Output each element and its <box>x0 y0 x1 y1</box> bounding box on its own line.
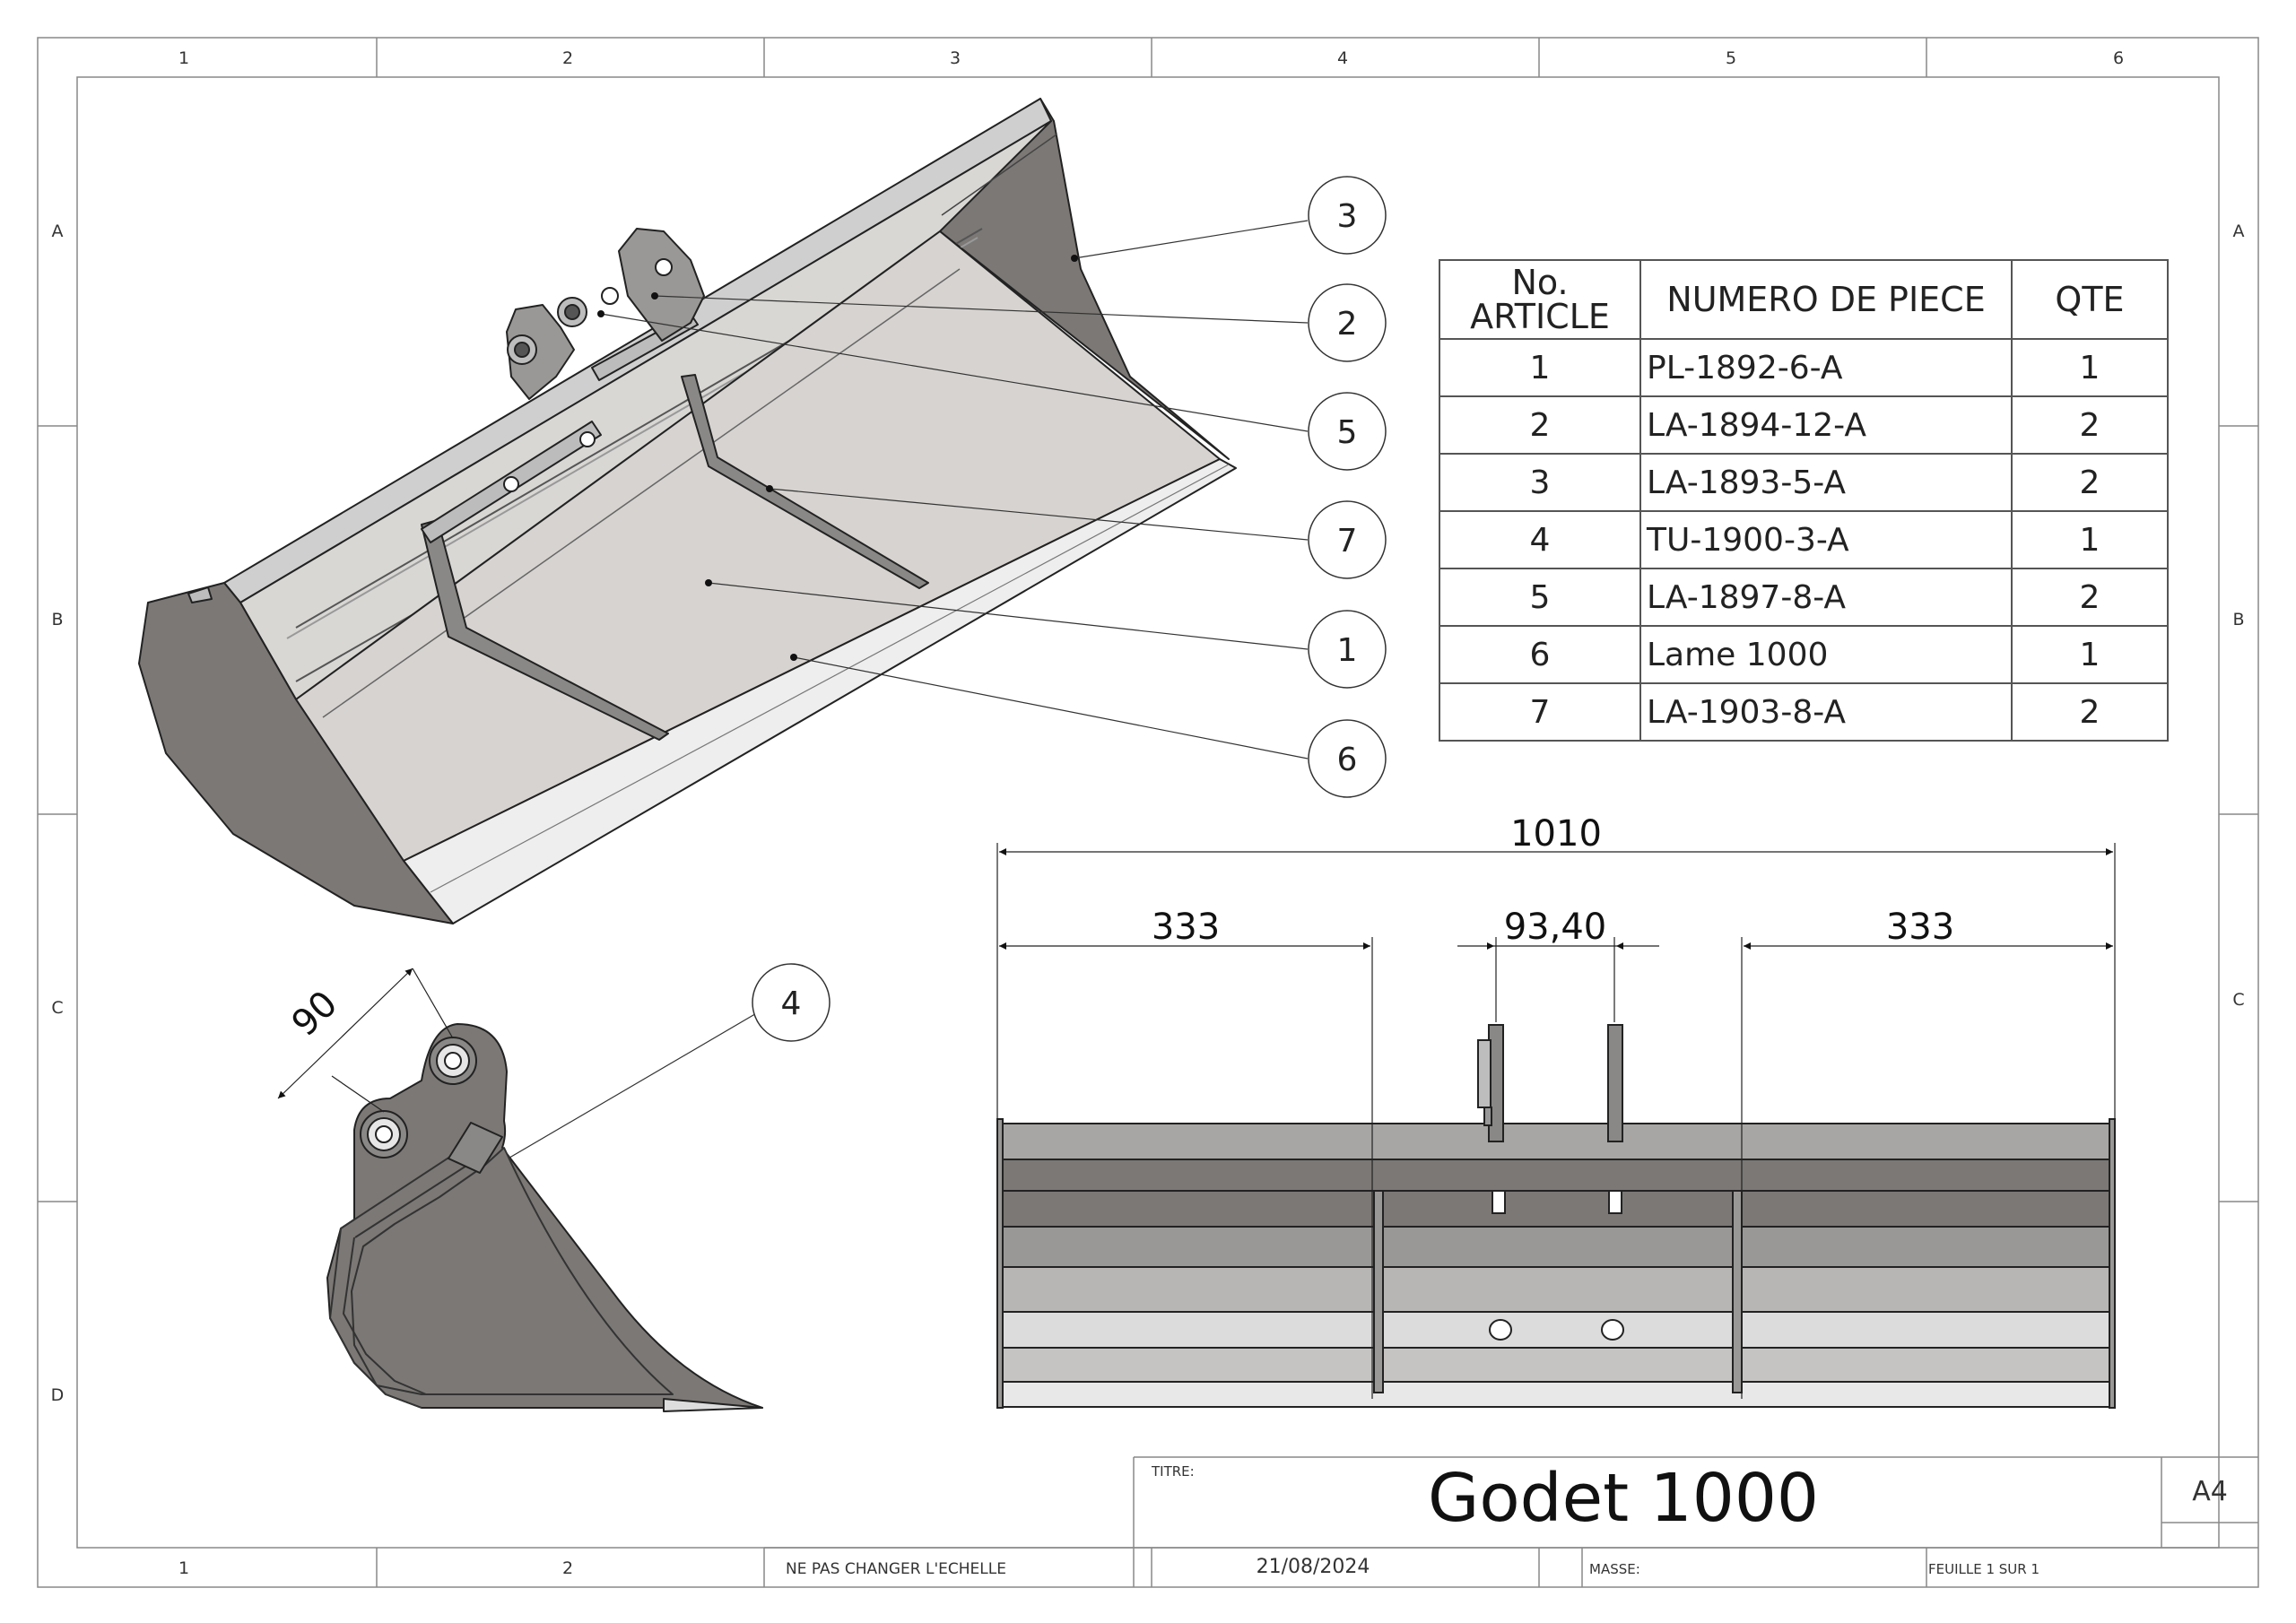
bom-cell-part: Lame 1000 <box>1639 625 2013 684</box>
bom-cell-qty: 1 <box>2011 625 2169 684</box>
zone-row-left-a: A <box>52 221 64 241</box>
table-row: 3 LA-1893-5-A 2 <box>1439 453 2169 512</box>
side-dimension <box>277 968 454 1113</box>
bom-table: No. ARTICLE NUMERO DE PIECE QTE 1 PL-189… <box>1439 259 2169 742</box>
bom-cell-qty: 1 <box>2011 338 2169 397</box>
bom-header-row: No. ARTICLE NUMERO DE PIECE QTE <box>1439 259 2169 340</box>
bom-cell-num: 4 <box>1439 510 1641 569</box>
bom-cell-num: 5 <box>1439 568 1641 627</box>
zone-col-top-1: 1 <box>178 48 189 68</box>
zone-row-right-b: B <box>2232 610 2244 629</box>
zone-row-right-a: A <box>2233 221 2245 241</box>
isometric-bucket-view <box>138 98 1237 924</box>
bom-cell-num: 6 <box>1439 625 1641 684</box>
table-row: 2 LA-1894-12-A 2 <box>1439 395 2169 455</box>
table-row: 4 TU-1900-3-A 1 <box>1439 510 2169 569</box>
balloon-5-label: 5 <box>1337 414 1358 451</box>
balloon-4-label: 4 <box>781 985 802 1022</box>
balloon-1: 1 <box>1308 610 1387 689</box>
table-row: 6 Lame 1000 1 <box>1439 625 2169 684</box>
table-row: 7 LA-1903-8-A 2 <box>1439 682 2169 742</box>
zone-row-left-c: C <box>51 998 63 1018</box>
zone-col-bottom-2: 2 <box>562 1558 573 1578</box>
bom-cell-num: 1 <box>1439 338 1641 397</box>
scale-note: NE PAS CHANGER L'ECHELLE <box>786 1560 1006 1578</box>
mass-label: MASSE: <box>1589 1561 1640 1577</box>
bom-cell-num: 3 <box>1439 453 1641 512</box>
dim-left-333: 333 <box>1152 907 1220 948</box>
bom-cell-part: LA-1893-5-A <box>1639 453 2013 512</box>
sheet-format: A4 <box>2192 1476 2228 1507</box>
bom-cell-part: PL-1892-6-A <box>1639 338 2013 397</box>
drawing-title: Godet 1000 <box>1428 1460 1819 1537</box>
front-dimensions <box>996 843 2116 1399</box>
bom-cell-qty: 2 <box>2011 682 2169 742</box>
balloon-2-label: 2 <box>1337 306 1358 343</box>
bom-cell-part: LA-1894-12-A <box>1639 395 2013 455</box>
zone-row-left-d: D <box>51 1385 65 1405</box>
bom-cell-part: LA-1897-8-A <box>1639 568 2013 627</box>
balloon-4: 4 <box>752 963 831 1042</box>
bom-header-article-text: No. ARTICLE <box>1470 263 1610 336</box>
zone-col-top-3: 3 <box>950 48 961 68</box>
zone-row-left-b: B <box>51 610 63 629</box>
bom-cell-qty: 2 <box>2011 395 2169 455</box>
table-row: 1 PL-1892-6-A 1 <box>1439 338 2169 397</box>
balloon-1-label: 1 <box>1337 632 1358 669</box>
title-label: TITRE: <box>1152 1463 1195 1480</box>
balloon-6: 6 <box>1308 719 1387 798</box>
bom-header-article: No. ARTICLE <box>1439 259 1641 340</box>
bom-cell-num: 7 <box>1439 682 1641 742</box>
dim-overall-1010: 1010 <box>1510 813 1602 855</box>
leaders <box>467 220 1309 1183</box>
zone-col-top-6: 6 <box>2113 48 2124 68</box>
bom-cell-qty: 1 <box>2011 510 2169 569</box>
zone-col-top-4: 4 <box>1337 48 1348 68</box>
bom-cell-qty: 2 <box>2011 568 2169 627</box>
dimension-texts: 1010 333 93,40 333 <box>1152 813 1954 948</box>
bom-cell-num: 2 <box>1439 395 1641 455</box>
zone-col-bottom-1: 1 <box>178 1558 189 1578</box>
bom-cell-part: TU-1900-3-A <box>1639 510 2013 569</box>
zone-labels: 1 2 3 4 5 6 1 2 A B C D A B C <box>51 48 2245 1578</box>
balloon-3: 3 <box>1308 176 1387 255</box>
balloon-7: 7 <box>1308 500 1387 579</box>
bom-header-qty: QTE <box>2011 259 2169 340</box>
balloon-2: 2 <box>1308 283 1387 362</box>
bom-cell-qty: 2 <box>2011 453 2169 512</box>
sheet-number: FEUILLE 1 SUR 1 <box>1928 1561 2040 1577</box>
balloon-7-label: 7 <box>1337 523 1358 560</box>
side-view <box>326 1023 763 1412</box>
zone-col-top-5: 5 <box>1726 48 1736 68</box>
zone-col-top-2: 2 <box>562 48 573 68</box>
bom-header-part: NUMERO DE PIECE <box>1639 259 2013 340</box>
balloons: 3 2 5 7 1 6 4 <box>752 176 1387 1042</box>
zone-row-right-c: C <box>2232 990 2244 1010</box>
front-view <box>996 1024 2116 1409</box>
table-row: 5 LA-1897-8-A 2 <box>1439 568 2169 627</box>
bom-cell-part: LA-1903-8-A <box>1639 682 2013 742</box>
dim-right-333: 333 <box>1886 907 1954 948</box>
balloon-5: 5 <box>1308 392 1387 471</box>
dim-side-90: 90 <box>284 983 346 1044</box>
balloon-6-label: 6 <box>1337 742 1358 778</box>
balloon-3-label: 3 <box>1337 198 1358 235</box>
drawing-date: 21/08/2024 <box>1256 1556 1370 1578</box>
title-block-lines <box>764 1456 2258 1587</box>
dim-center-93-40: 93,40 <box>1504 907 1607 948</box>
